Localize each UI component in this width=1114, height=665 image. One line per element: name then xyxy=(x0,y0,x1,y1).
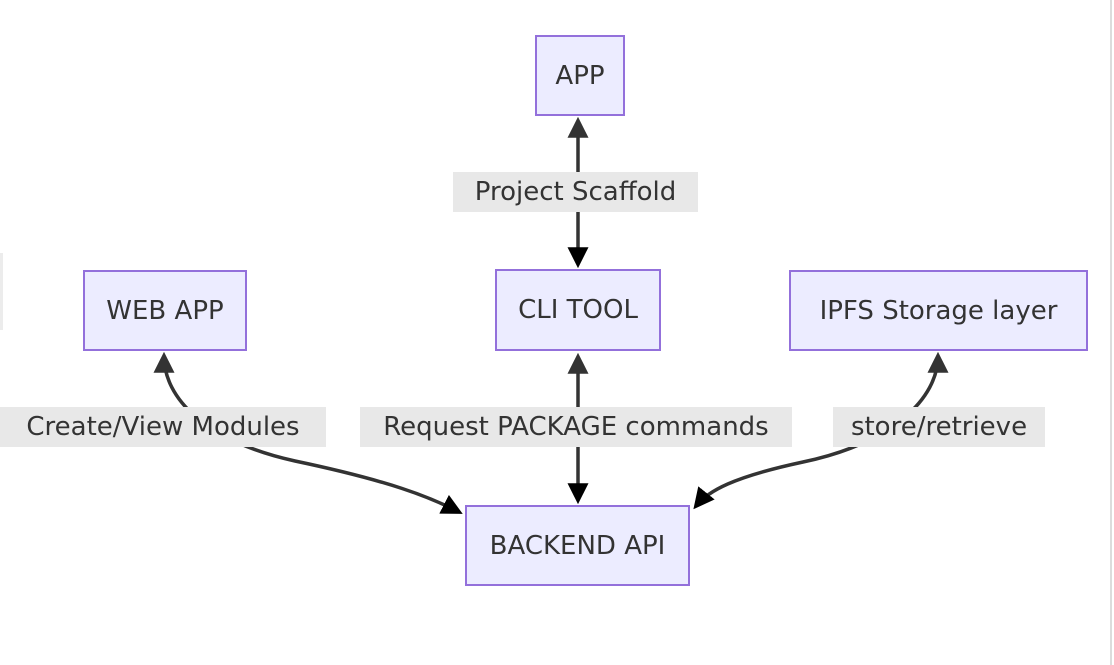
node-web-app-label: WEB APP xyxy=(106,295,224,326)
node-backend-api: BACKEND API xyxy=(465,505,690,586)
node-ipfs-storage-layer-label: IPFS Storage layer xyxy=(819,295,1058,326)
node-backend-api-label: BACKEND API xyxy=(489,530,666,561)
node-web-app: WEB APP xyxy=(83,270,247,351)
edge-backend-webapp xyxy=(153,351,463,514)
node-app: APP xyxy=(535,35,625,116)
edge-label-request-package-commands: Request PACKAGE commands xyxy=(360,407,792,447)
right-window-edge-line xyxy=(1110,0,1112,665)
node-cli-tool: CLI TOOL xyxy=(495,269,661,351)
left-window-edge-line xyxy=(0,253,3,330)
edge-label-store-retrieve: store/retrieve xyxy=(833,407,1045,447)
edge-label-create-view-modules: Create/View Modules xyxy=(0,407,326,447)
edge-backend-ipfs xyxy=(693,351,949,510)
node-ipfs-storage-layer: IPFS Storage layer xyxy=(789,270,1088,351)
node-cli-tool-label: CLI TOOL xyxy=(518,295,638,325)
node-app-label: APP xyxy=(555,60,605,91)
edge-label-project-scaffold: Project Scaffold xyxy=(453,172,698,212)
